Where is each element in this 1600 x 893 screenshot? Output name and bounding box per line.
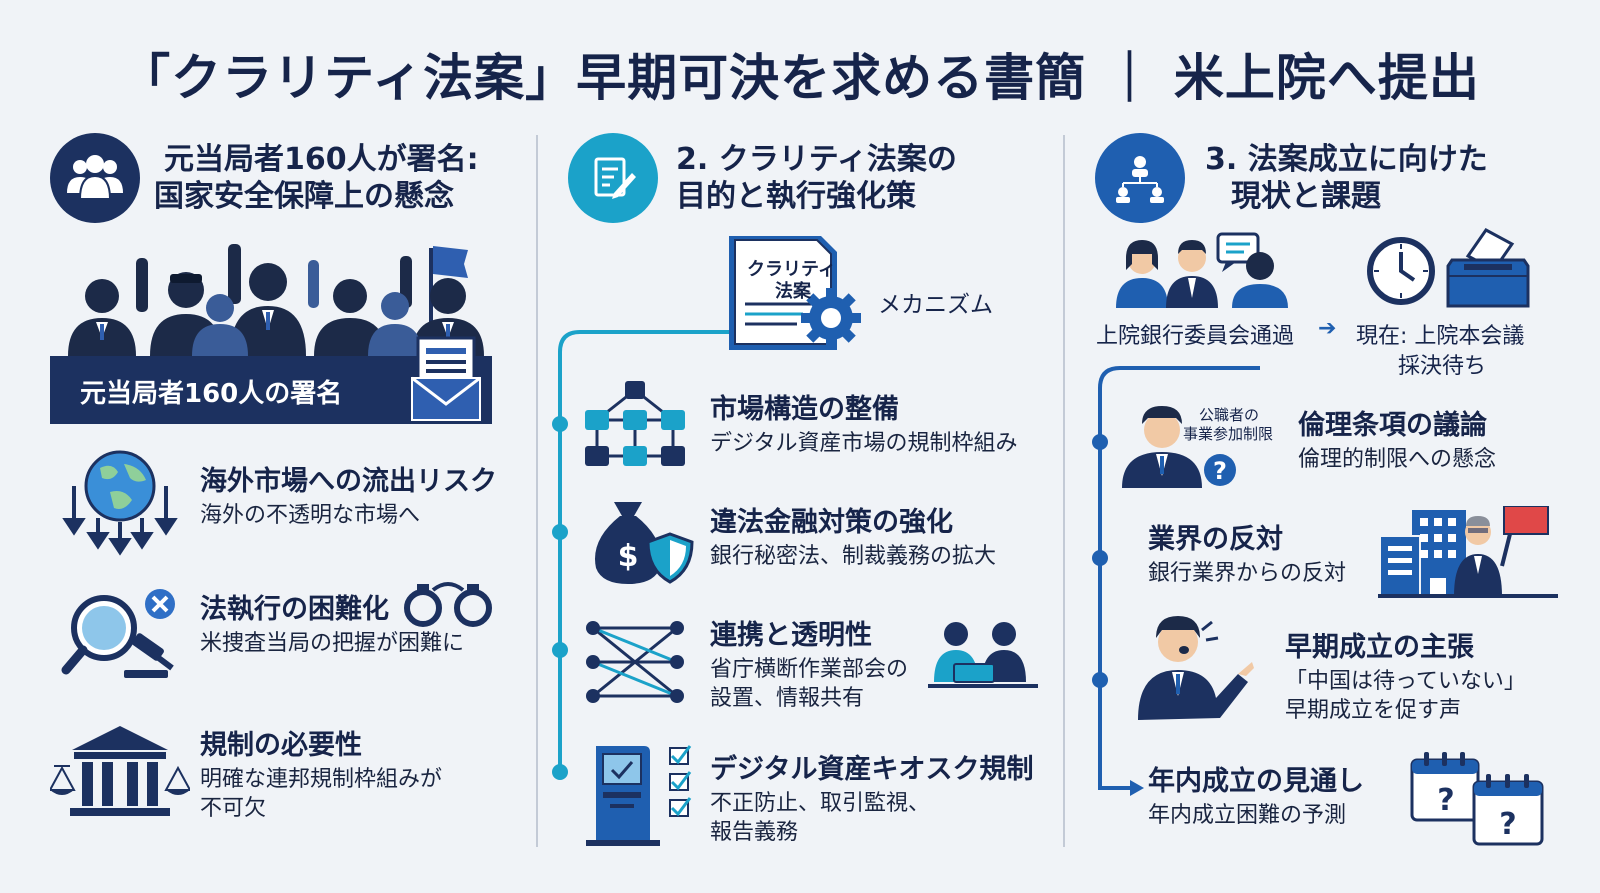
mechanism-label: メカニズム [878, 292, 993, 318]
col1-item-enforcement: 法執行の困難化 米捜査当局の把握が困難に [200, 594, 464, 659]
col2-item4-title: デジタル資産キオスク規制 [710, 754, 1034, 785]
col2-item3-sub-line1: 省庁横断作業部会の [710, 657, 909, 683]
col2-item4-sub-line1: 不正防止、取引監視、 [710, 791, 931, 817]
magnifier-gavel-icon [60, 588, 185, 688]
col3-item3-sub-line2: 早期成立を促す声 [1285, 697, 1462, 723]
col3-item4-sub: 年内成立困難の予測 [1148, 803, 1347, 829]
col2-item2-sub: 銀行秘密法、制裁義務の拡大 [710, 544, 997, 570]
col2-item3-title: 連携と透明性 [710, 620, 872, 651]
col2-connector [552, 330, 730, 780]
col2-head-line1: 2. クラリティ法案の [676, 141, 957, 177]
svg-text:?: ? [1213, 457, 1227, 485]
svg-text:?: ? [1437, 783, 1454, 818]
col3-item3-sub-line1: 「中国は待っていない」 [1285, 669, 1526, 695]
col2-item-market: 市場構造の整備 デジタル資産市場の規制枠組み [710, 394, 1018, 459]
col2-item-kiosk: デジタル資産キオスク規制 不正防止、取引監視、 報告義務 [710, 754, 1033, 848]
col3-item3-title: 早期成立の主張 [1285, 632, 1474, 663]
money-bag-shield-icon: $ [590, 496, 700, 586]
col1-item1-sub: 海外の不透明な市場へ [200, 503, 421, 529]
col1-item-outflow: 海外市場への流出リスク 海外の不透明な市場へ [200, 466, 497, 531]
signatures-banner-label: 元当局者160人の署名 [80, 379, 343, 409]
clock-icon [1366, 236, 1436, 306]
committee-passed-label: 上院銀行委員会通過 [1096, 324, 1295, 349]
committee-people-icon [1112, 232, 1302, 312]
working-group-people-icon [928, 618, 1038, 698]
col2-item1-sub: デジタル資産市場の規制枠組み [710, 431, 1018, 457]
arrow-icon: ➔ [1318, 316, 1337, 341]
col3-connector [1092, 366, 1260, 796]
col1-item3-title: 規制の必要性 [200, 730, 362, 761]
col2-item-cooperation: 連携と透明性 省庁横断作業部会の 設置、情報共有 [710, 620, 908, 714]
col3-item4-title: 年内成立の見通し [1148, 766, 1364, 797]
bank-building-protester-icon [1378, 505, 1558, 598]
col1-item-necessity: 規制の必要性 明確な連邦規制枠組みが 不可欠 [200, 730, 442, 824]
col1-item2-title: 法執行の困難化 [200, 594, 389, 625]
col2-item-aml: 違法金融対策の強化 銀行秘密法、制裁義務の拡大 [710, 507, 996, 572]
advocate-pointing-icon [1138, 612, 1256, 722]
svg-text:?: ? [1499, 807, 1516, 842]
column-divider-2 [1063, 135, 1065, 847]
hierarchy-icon [1095, 133, 1185, 223]
col3-item-ethics: 倫理条項の議論 倫理的制限への懸念 [1298, 410, 1496, 475]
col1-item2-sub: 米捜査当局の把握が困難に [200, 631, 465, 657]
col3-head-line2: 現状と課題 [1231, 179, 1381, 214]
page-title: 「クラリティ法案」早期可決を求める書簡 ｜ 米上院へ提出 [120, 49, 1480, 107]
col2-item4-sub-line2: 報告義務 [710, 819, 799, 845]
col1-head-line1: 元当局者160人が署名: [164, 141, 479, 177]
svg-text:$: $ [618, 539, 639, 574]
col2-head-line2: 目的と執行強化策 [676, 179, 916, 214]
ballot-box-icon [1446, 226, 1530, 308]
document-pen-icon [568, 133, 658, 223]
col2-item3-sub-line2: 設置、情報共有 [710, 685, 865, 711]
handcuffs-icon [403, 574, 493, 630]
col3-item-early: 早期成立の主張 「中国は待っていない」 早期成立を促す声 [1285, 632, 1526, 726]
col3-item1-sub: 倫理的制限への懸念 [1298, 447, 1497, 473]
col2-header: 2. クラリティ法案の 目的と執行強化策 [568, 133, 957, 223]
globe-outflow-icon [62, 448, 182, 558]
col3-item2-title: 業界の反対 [1148, 524, 1283, 555]
col1-header: 元当局者160人が署名: 国家安全保障上の懸念 [50, 133, 479, 223]
doc-label-line2: 法案 [775, 281, 811, 302]
courthouse-scales-icon [48, 724, 192, 824]
current-status-line1: 現在: 上院本会議 [1356, 324, 1525, 349]
col3-item2-sub: 銀行業界からの反対 [1148, 561, 1347, 587]
col2-item2-title: 違法金融対策の強化 [710, 507, 953, 538]
bill-document-gear-icon [725, 232, 865, 354]
kiosk-checklist-icon [586, 740, 696, 850]
col1-head-line2: 国家安全保障上の懸念 [154, 179, 454, 214]
signatories-illustration [50, 238, 492, 424]
group-icon [50, 133, 140, 223]
col3-item-opposition: 業界の反対 銀行業界からの反対 [1148, 524, 1346, 589]
col3-head-line1: 3. 法案成立に向けた [1205, 141, 1488, 177]
col3-header: 3. 法案成立に向けた 現状と課題 [1095, 133, 1488, 223]
market-structure-network-icon [580, 380, 690, 470]
col3-item1-title: 倫理条項の議論 [1298, 410, 1487, 441]
col1-item1-title: 海外市場への流出リスク [200, 466, 497, 497]
col1-item3-sub-line2: 不可欠 [200, 795, 267, 821]
col1-item3-sub-line1: 明確な連邦規制枠組みが [200, 767, 443, 793]
ethics-tag-line1: 公職者の [1199, 406, 1260, 424]
column-divider-1 [536, 135, 538, 847]
doc-label-line1: クラリティ [747, 259, 836, 280]
cooperation-network-icon [585, 618, 685, 708]
ethics-tag-line2: 事業参加制限 [1183, 425, 1274, 443]
calendar-question-icon: ? ? [1410, 748, 1546, 848]
official-question-icon: ? [1118, 402, 1238, 492]
col2-item1-title: 市場構造の整備 [710, 394, 899, 425]
col3-item-outlook: 年内成立の見通し 年内成立困難の予測 [1148, 766, 1364, 831]
current-status-line2: 採決待ち [1398, 354, 1487, 379]
